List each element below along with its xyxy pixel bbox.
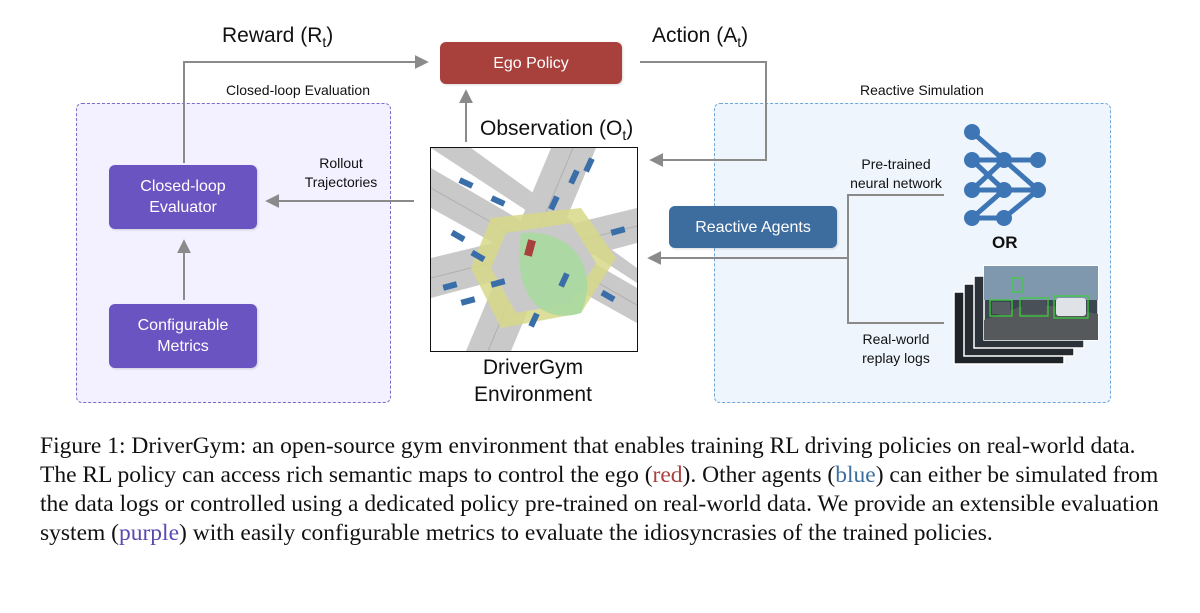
- caption-blue: blue: [835, 462, 876, 488]
- ego-policy-box: Ego Policy: [440, 42, 622, 84]
- replay-logs-image: [953, 265, 1099, 365]
- caption-purple: purple: [118, 520, 180, 546]
- closed-loop-group-title: Closed-loop Evaluation: [226, 82, 370, 98]
- environment-label: DriverGym Environment: [474, 356, 592, 406]
- reward-arrow: [183, 55, 429, 163]
- or-label: OR: [992, 233, 1018, 252]
- figure-caption: Figure 1: DriverGym: an open-source gym …: [40, 433, 1159, 546]
- source-bracket: [847, 194, 944, 324]
- semantic-map-image: [430, 147, 638, 352]
- configurable-metrics-box: Configurable Metrics: [109, 304, 257, 368]
- caption-red: red: [652, 462, 683, 488]
- action-arrow: [640, 61, 767, 167]
- ego-policy-label: Ego Policy: [493, 54, 569, 72]
- rollout-trajectories-label: Rollout Trajectories: [304, 155, 378, 190]
- closed-loop-evaluator-box: Closed-loop Evaluator: [109, 165, 257, 229]
- observation-label: Observation (Ot): [480, 117, 634, 144]
- pretrained-network-label: Pre-trained neural network: [850, 156, 942, 191]
- neural-network-icon: [964, 124, 1046, 226]
- reactive-agents-box: Reactive Agents: [669, 206, 837, 248]
- ego-vehicle: [524, 239, 536, 257]
- reactive-group-title: Reactive Simulation: [860, 82, 984, 98]
- replay-logs-label: Real-world replay logs: [862, 331, 930, 366]
- reward-label: Reward (Rt): [222, 24, 334, 51]
- action-label: Action (At): [652, 24, 749, 51]
